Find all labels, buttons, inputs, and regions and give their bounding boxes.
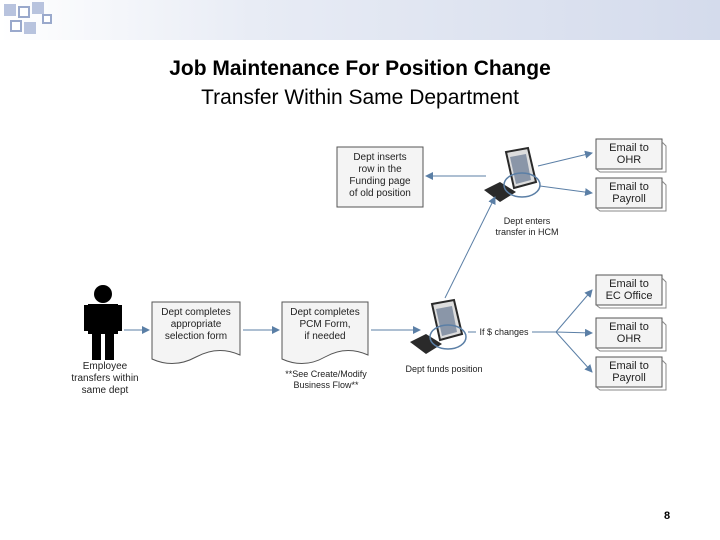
- arrow-branch-to-ec: [555, 289, 593, 333]
- deco-square: [24, 22, 36, 34]
- deco-square: [32, 2, 44, 14]
- condition-label: If $ changes: [479, 327, 529, 337]
- slide-subtitle: Transfer Within Same Department: [201, 86, 519, 109]
- page-number: 8: [664, 510, 671, 522]
- email-ohr-bottom-box: [595, 317, 663, 349]
- arrow-hcm-to-email-payroll: [539, 185, 593, 197]
- deco-square: [4, 4, 16, 16]
- funds-position-label: Dept funds position: [405, 364, 483, 374]
- header-decoration-band: [0, 0, 720, 40]
- deco-square: [42, 14, 52, 24]
- email-ohr-top-box: [595, 138, 663, 170]
- arrow-hcm-to-email-ohr: [537, 150, 593, 167]
- funding-page-box: [336, 146, 424, 208]
- employee-person-icon: [84, 285, 122, 360]
- email-payroll-top-box: [595, 177, 663, 209]
- email-ec-office-box: [595, 274, 663, 306]
- deco-square: [18, 6, 30, 18]
- pcm-form-document: [281, 301, 369, 364]
- arrow-branch-to-payroll: [555, 331, 593, 373]
- deco-square: [10, 20, 22, 32]
- arrow-branch-to-ohr: [555, 328, 593, 337]
- slide-title: Job Maintenance For Position Change: [169, 57, 551, 80]
- computer-funds-icon: [410, 298, 467, 354]
- computer-hcm-icon: [484, 146, 541, 202]
- email-payroll-bottom-box: [595, 356, 663, 388]
- selection-form-document: [151, 301, 241, 364]
- arrow-funds-to-hcm: [444, 196, 496, 299]
